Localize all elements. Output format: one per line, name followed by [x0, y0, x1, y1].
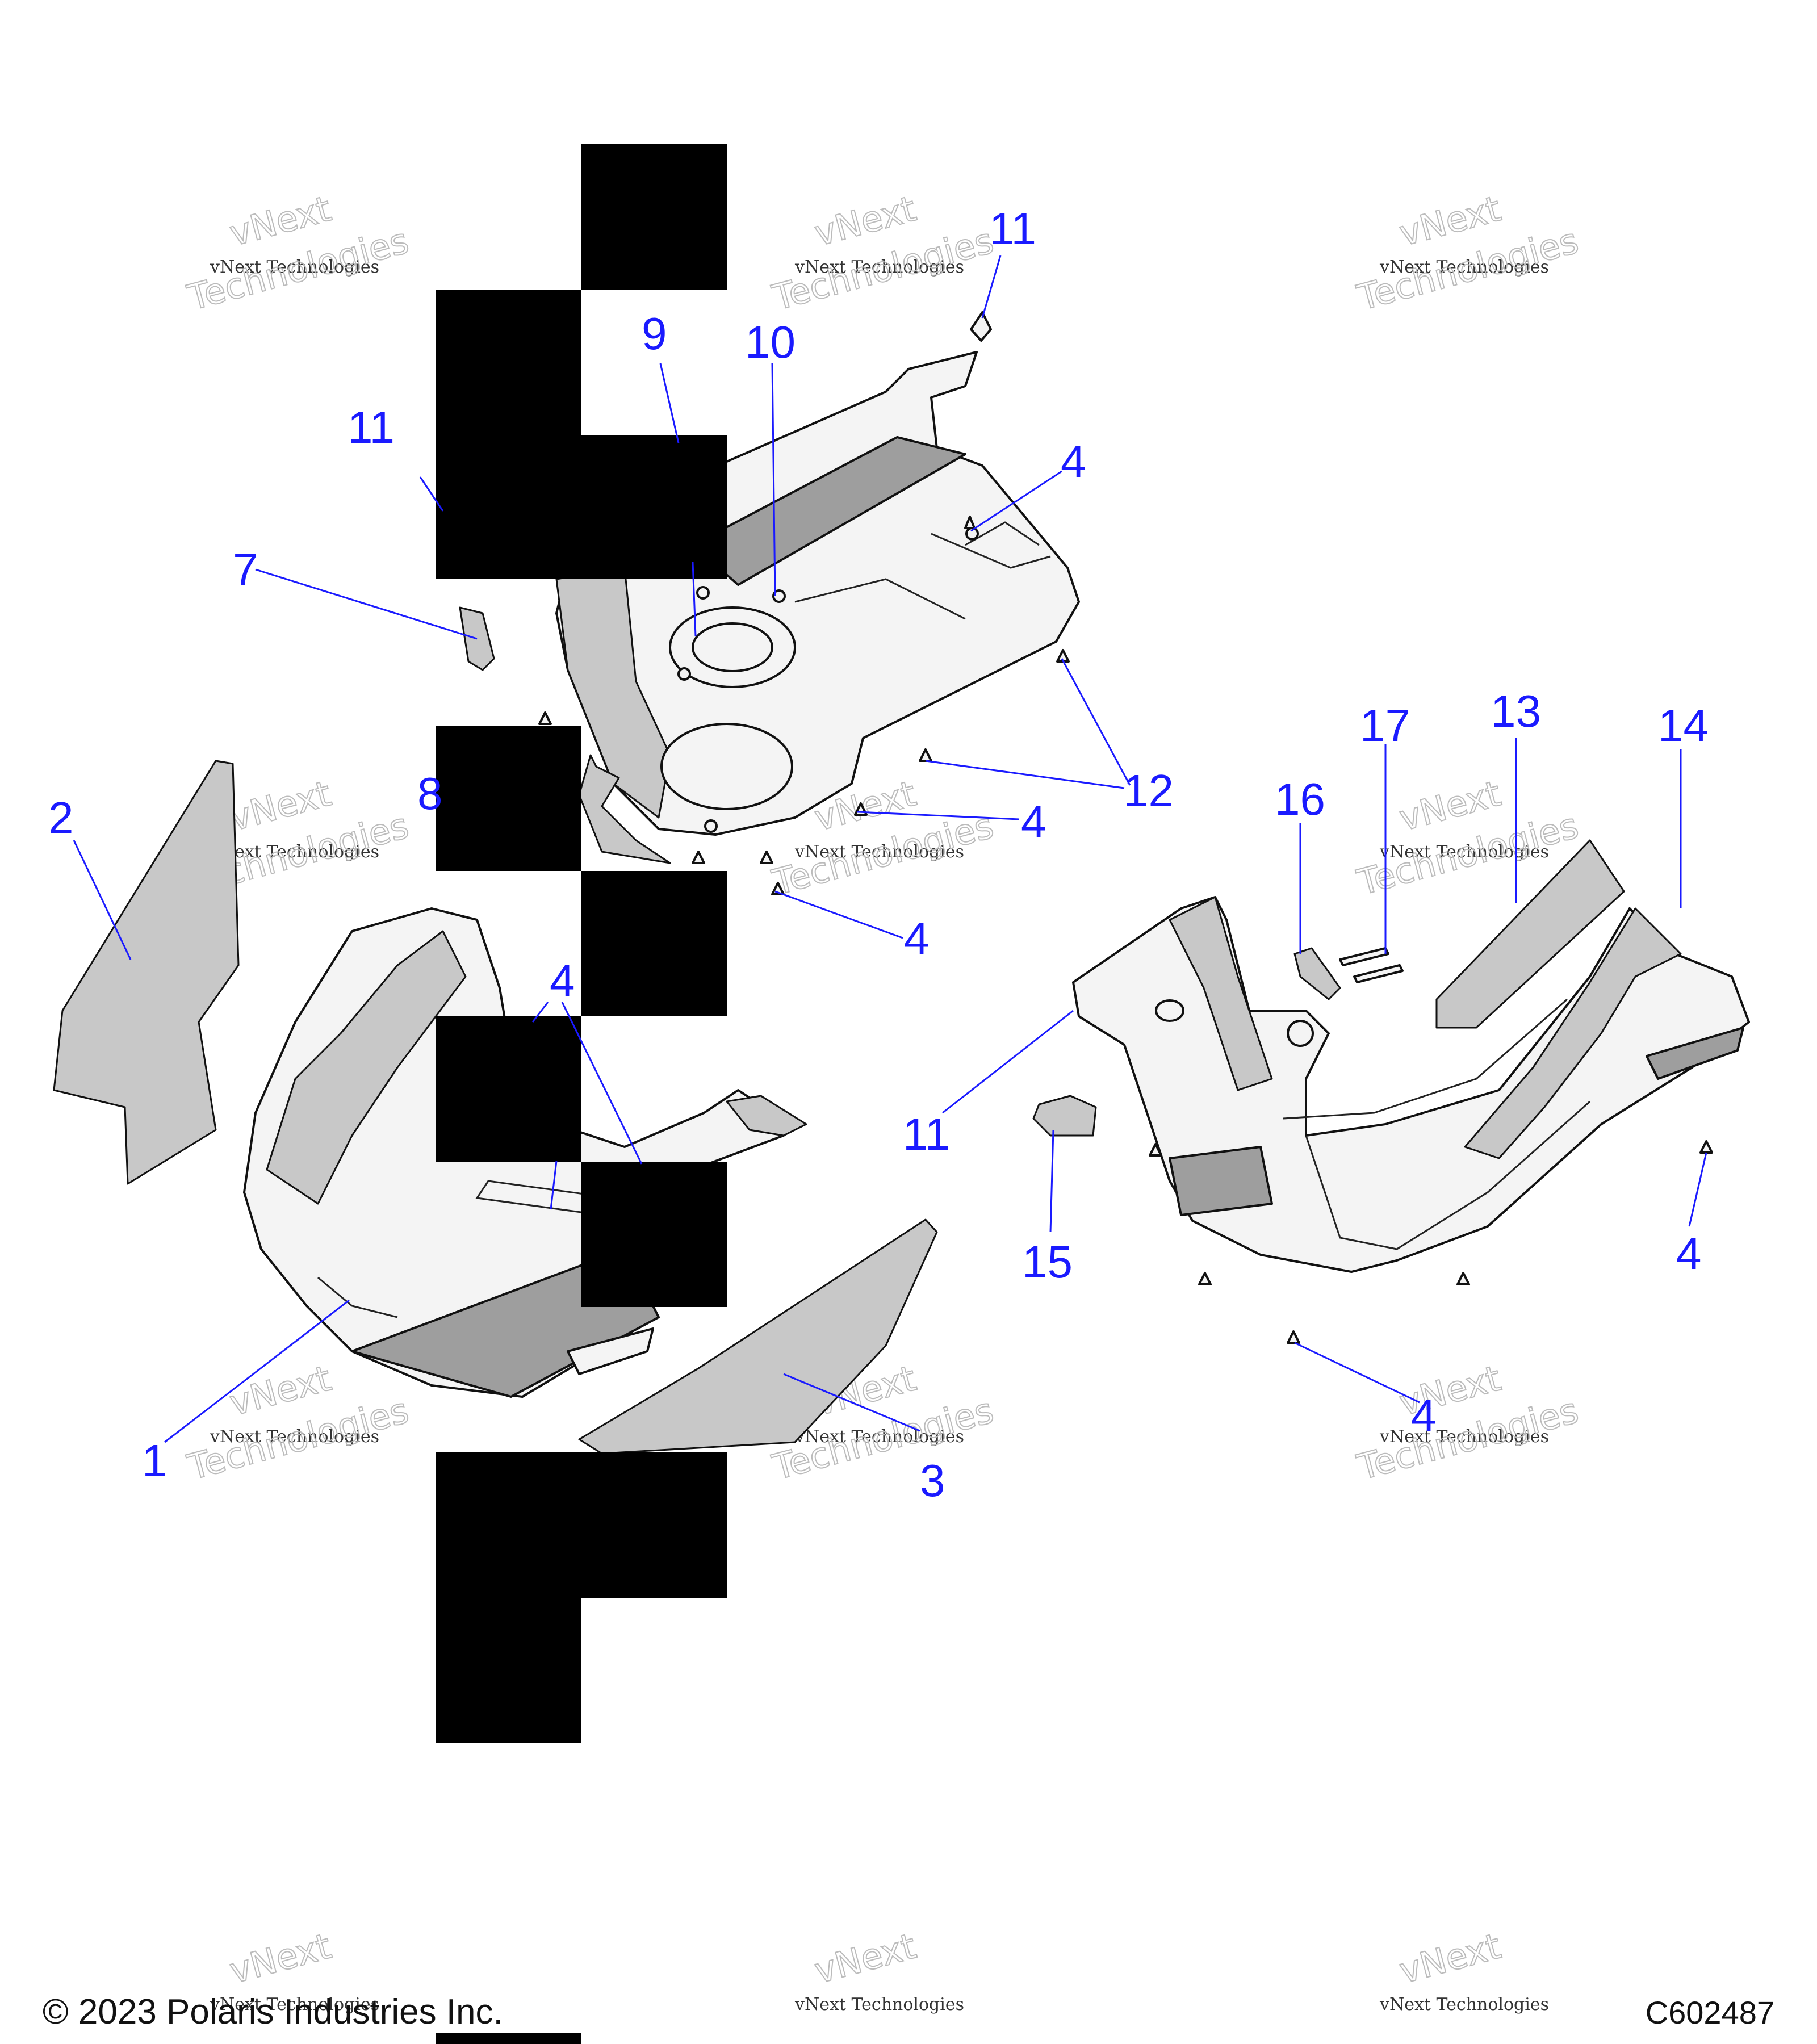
watermark: vNext vNext Technologies Technologies — [182, 187, 413, 319]
pins-17 — [1339, 947, 1404, 983]
panel-13 — [1435, 839, 1625, 1029]
callout-4: 4 — [1411, 1390, 1437, 1440]
callout-11: 11 — [348, 402, 395, 453]
bracket-16 — [1293, 947, 1341, 1000]
redaction-blocks — [436, 144, 727, 2044]
side-panel-2 — [53, 760, 240, 1185]
callout-1: 1 — [142, 1435, 168, 1486]
svg-text:vNext Technologies: vNext Technologies — [1379, 1995, 1549, 2014]
callout-12: 12 — [1123, 765, 1174, 816]
callout-10: 10 — [745, 317, 796, 367]
diagram-code: C602487 — [1645, 1995, 1774, 2030]
svg-text:vNext Technologies: vNext Technologies — [210, 257, 379, 277]
svg-text:vNext Technologies: vNext Technologies — [794, 842, 964, 862]
leader-lines — [73, 255, 1707, 1443]
callout-4: 4 — [1021, 797, 1046, 847]
copyright-notice: © 2023 Polaris Industries Inc. — [43, 1992, 503, 2032]
svg-text:vNext: vNext — [1395, 1925, 1505, 1992]
watermark: vNext vNext Technologies — [794, 1925, 964, 2014]
bumper-15 — [1032, 1095, 1097, 1137]
svg-text:vNext Technologies: vNext Technologies — [1379, 257, 1549, 277]
svg-text:vNext Technologies: vNext Technologies — [210, 842, 379, 862]
front-skid-14 — [1072, 896, 1750, 1273]
callout-13: 13 — [1491, 686, 1541, 736]
svg-text:vNext Technologies: vNext Technologies — [794, 257, 964, 277]
side-panel-3 — [578, 1218, 938, 1455]
skid-plate-upper — [555, 351, 1080, 864]
svg-text:vNext Technologies: vNext Technologies — [1379, 1427, 1549, 1447]
callout-9: 9 — [642, 308, 667, 359]
svg-text:vNext: vNext — [225, 1925, 336, 1992]
svg-text:vNext Technologies: vNext Technologies — [794, 1427, 964, 1447]
callout-4: 4 — [904, 913, 930, 964]
callout-7: 7 — [233, 544, 258, 594]
watermark: vNext vNext Technologies Technologies — [182, 1357, 413, 1489]
callout-8: 8 — [417, 768, 443, 819]
callout-16: 16 — [1275, 774, 1325, 824]
callout-11: 11 — [989, 203, 1036, 254]
svg-text:vNext Technologies: vNext Technologies — [1379, 842, 1549, 862]
watermark: vNext vNext Technologies Technologies — [1352, 187, 1583, 319]
watermark: vNext vNext Technologies Technologies — [767, 187, 998, 319]
callout-2: 2 — [48, 793, 74, 843]
fasteners-right — [1149, 1140, 1713, 1344]
callout-11: 11 — [903, 1109, 950, 1159]
svg-text:vNext Technologies: vNext Technologies — [210, 1427, 379, 1447]
callout-14: 14 — [1658, 700, 1709, 751]
callouts: 11 9 10 11 4 7 12 8 4 4 2 4 1 3 17 13 14… — [48, 203, 1709, 1506]
svg-text:vNext Technologies: vNext Technologies — [210, 1995, 379, 2014]
callout-17: 17 — [1360, 700, 1410, 751]
callout-15: 15 — [1022, 1237, 1073, 1287]
svg-text:vNext Technologies: vNext Technologies — [794, 1995, 964, 2014]
watermark: vNext vNext Technologies — [1379, 1925, 1549, 2014]
callout-4: 4 — [550, 956, 575, 1006]
svg-text:vNext: vNext — [810, 1925, 920, 1992]
callout-4: 4 — [1676, 1228, 1702, 1279]
callout-3: 3 — [920, 1455, 945, 1506]
callout-4: 4 — [1061, 436, 1086, 487]
watermark: vNext vNext Technologies Technologies — [1352, 1357, 1583, 1489]
